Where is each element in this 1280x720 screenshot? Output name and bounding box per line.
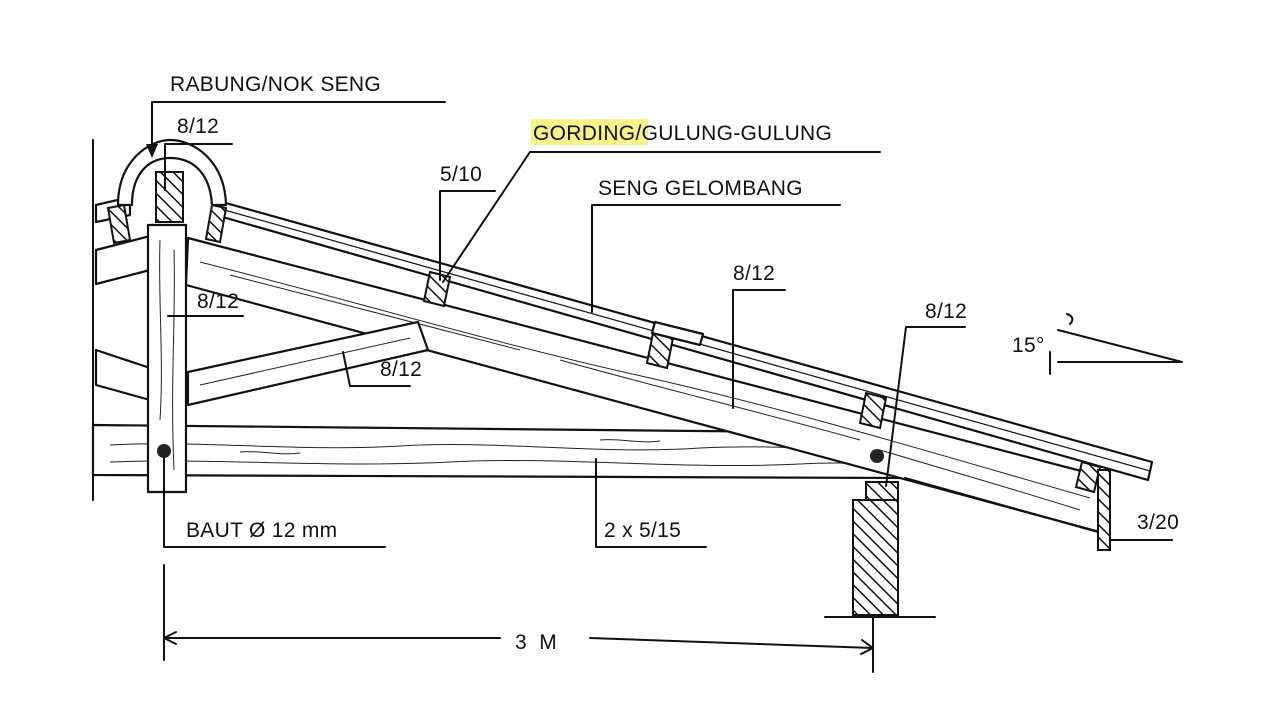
label-post-size: 8/12 — [197, 290, 239, 313]
gording-highlight — [531, 119, 648, 145]
eave-soffit-line — [904, 477, 1099, 533]
ridge-purlin-left — [106, 203, 132, 245]
strut — [186, 320, 430, 407]
label-angle: 15° — [1012, 334, 1045, 357]
span-dim-line-right — [589, 637, 874, 649]
annotations: RABUNG/NOK SENG 8/12 GORDING/GULUNG-GULU… — [146, 73, 1183, 673]
label-fascia: 3/20 — [1137, 511, 1179, 534]
king-post — [146, 223, 188, 494]
label-purlin: GORDING/GULUNG-GULUNG — [533, 122, 832, 145]
label-ridge-cap: RABUNG/NOK SENG — [170, 73, 381, 96]
label-sheet: SENG GELOMBANG — [598, 177, 803, 200]
rafter — [184, 236, 1110, 534]
label-purlin-size: 5/10 — [440, 163, 482, 186]
label-ridge-size: 8/12 — [177, 115, 219, 138]
wall-pier — [852, 499, 899, 616]
ridge-purlin — [155, 171, 184, 223]
label-wall-plate-size: 8/12 — [925, 300, 967, 323]
purlin-3 — [858, 391, 888, 430]
wall-plate — [865, 481, 899, 501]
fascia-board — [1097, 469, 1111, 551]
ridge-purlin-right — [204, 203, 228, 244]
bolt-right — [870, 449, 884, 463]
label-tie-beam: 2 x 5/15 — [604, 519, 681, 542]
label-bolt: BAUT Ø 12 mm — [186, 519, 337, 542]
wall — [824, 481, 936, 618]
purlin-4 — [1074, 460, 1102, 494]
label-strut-size: 8/12 — [380, 358, 422, 381]
tie-beam — [91, 423, 907, 480]
ridge-cap — [106, 138, 228, 245]
bolt-left — [157, 444, 171, 458]
sheet-lap-strip — [650, 320, 705, 347]
label-rafter-size: 8/12 — [733, 262, 775, 285]
label-span: 3 M — [515, 631, 557, 654]
